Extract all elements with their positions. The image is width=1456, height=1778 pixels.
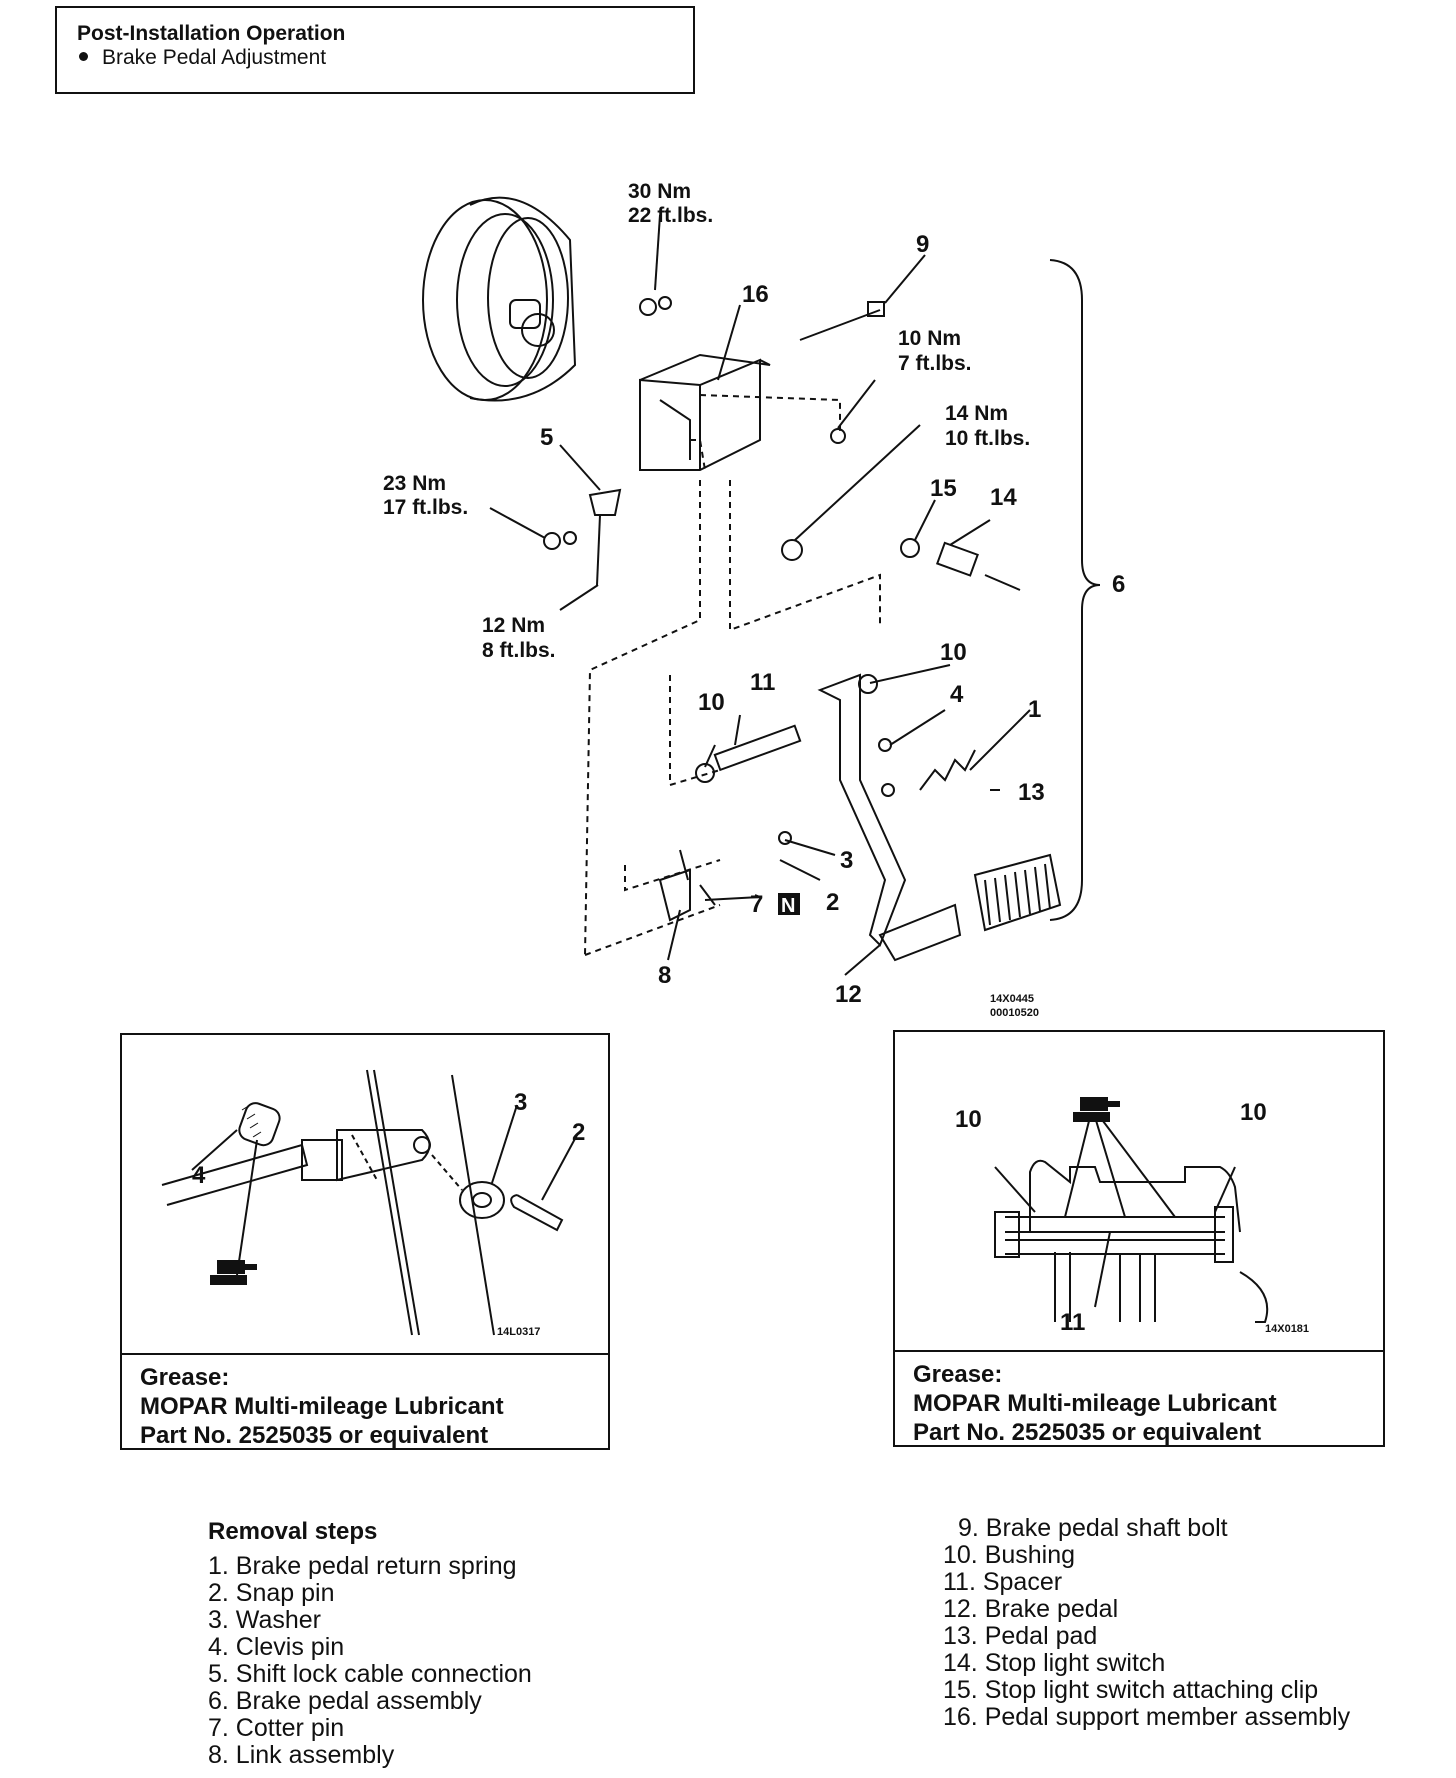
- removal-step-11: 11. Spacer: [943, 1568, 1063, 1596]
- removal-step-16: 16. Pedal support member assembly: [943, 1703, 1351, 1731]
- panel-left-caption-3: Part No. 2525035 or equivalent: [140, 1422, 489, 1449]
- grease-gun-icon: [1073, 1097, 1120, 1122]
- pedal-pad: [973, 853, 1062, 932]
- callout-4: 4: [950, 681, 964, 708]
- panel-right-code: 14X0181: [1265, 1323, 1309, 1335]
- removal-step-7: 7. Cotter pin: [208, 1714, 345, 1742]
- callout-14: 14: [990, 484, 1017, 511]
- removal-step-9: 9. Brake pedal shaft bolt: [958, 1514, 1228, 1542]
- stop-light-switch: [935, 541, 979, 577]
- shaft-bolt: [799, 309, 881, 341]
- removal-step-4: 4. Clevis pin: [208, 1633, 345, 1661]
- panel-right-caption-3: Part No. 2525035 or equivalent: [913, 1419, 1262, 1446]
- grease-panel-left: 4 3 2 14L0317 Grease: MOPAR Multi-mileag…: [120, 1033, 610, 1450]
- panel-left-callout-4: 4: [192, 1162, 206, 1189]
- header-item: Brake Pedal Adjustment: [77, 46, 673, 70]
- bullet-icon: [79, 52, 88, 61]
- torque-23-ftlbs: 17 ft.lbs.: [383, 496, 468, 519]
- torque-23-nm: 23 Nm: [383, 472, 446, 495]
- callout-6: 6: [1112, 571, 1125, 598]
- callout-1: 1: [1028, 696, 1041, 723]
- panel-right-callout-11: 11: [1060, 1309, 1085, 1336]
- callout-3: 3: [840, 847, 853, 874]
- callout-7-badge-letter: N: [781, 895, 795, 917]
- removal-step-15: 15. Stop light switch attaching clip: [943, 1676, 1319, 1704]
- exploded-diagram: 9 16 5 15 14 6 10 11 10 4 1 13 3 2 7 N 8…: [383, 180, 1125, 1019]
- torque-12-ftlbs: 8 ft.lbs.: [482, 639, 556, 662]
- clevis-pin: [238, 1102, 281, 1147]
- callout-13: 13: [1018, 779, 1045, 806]
- callout-15: 15: [930, 475, 957, 502]
- panel-right-caption-1: Grease:: [913, 1361, 1003, 1388]
- torque-30-ftlbs: 22 ft.lbs.: [628, 204, 713, 227]
- brake-pedal: [817, 673, 907, 947]
- panel-left-caption: Grease: MOPAR Multi-mileage Lubricant Pa…: [122, 1353, 608, 1449]
- clevis: [336, 1129, 431, 1182]
- panel-left-callout-3: 3: [514, 1089, 527, 1116]
- torque-10-ftlbs: 7 ft.lbs.: [898, 352, 972, 375]
- torque-30-nm: 30 Nm: [628, 180, 691, 203]
- panel-right-caption: Grease: MOPAR Multi-mileage Lubricant Pa…: [895, 1350, 1383, 1446]
- removal-steps-title: Removal steps: [208, 1518, 378, 1545]
- callout-10a: 10: [940, 639, 967, 666]
- panel-left-caption-1: Grease:: [140, 1364, 230, 1391]
- figure-code-1: 14X0445: [990, 993, 1034, 1005]
- removal-step-13: 13. Pedal pad: [943, 1622, 1098, 1650]
- removal-step-1: 1. Brake pedal return spring: [208, 1552, 517, 1580]
- callout-8: 8: [658, 962, 671, 989]
- callout-10b: 10: [698, 689, 725, 716]
- clevis-detail-drawing: 4 3 2 14L0317: [161, 1069, 585, 1338]
- removal-step-8: 8. Link assembly: [208, 1741, 395, 1769]
- torque-12-nm: 12 Nm: [482, 614, 545, 637]
- panel-left-callout-2: 2: [572, 1119, 585, 1146]
- removal-steps-list-right: 9. Brake pedal shaft bolt 10. Bushing 11…: [943, 1515, 1350, 1731]
- callout-5: 5: [540, 424, 553, 451]
- removal-step-10: 10. Bushing: [943, 1541, 1076, 1569]
- link-assembly: [658, 868, 691, 922]
- torque-14-nm: 14 Nm: [945, 402, 1008, 425]
- header-title: Post-Installation Operation: [77, 22, 346, 45]
- removal-steps-list-left: 1. Brake pedal return spring 2. Snap pin…: [208, 1553, 532, 1769]
- grease-gun-icon: [210, 1260, 257, 1285]
- torque-14-ftlbs: 10 ft.lbs.: [945, 427, 1030, 450]
- removal-step-12: 12. Brake pedal: [943, 1595, 1119, 1623]
- panel-right-callout-10b: 10: [1240, 1099, 1267, 1126]
- callout-12: 12: [835, 981, 862, 1008]
- removal-step-14: 14. Stop light switch: [943, 1649, 1166, 1677]
- header-item-label: Brake Pedal Adjustment: [102, 46, 327, 69]
- callout-9: 9: [916, 231, 929, 258]
- removal-step-5: 5. Shift lock cable connection: [208, 1660, 532, 1688]
- spacer-detail-drawing: 10 10 11 14X0181: [955, 1097, 1309, 1336]
- washer: [459, 1181, 505, 1219]
- removal-step-6: 6. Brake pedal assembly: [208, 1687, 482, 1715]
- callout-11: 11: [750, 669, 775, 696]
- panel-right-callout-10a: 10: [955, 1106, 982, 1133]
- grease-panel-right: 10 10 11 14X0181 Grease: MOPAR Multi-mil…: [893, 1030, 1385, 1447]
- assembly-brace: [1049, 259, 1101, 921]
- return-spring: [919, 749, 976, 791]
- callout-7-badge: [778, 893, 800, 915]
- figure-code-2: 00010520: [990, 1007, 1039, 1019]
- removal-step-3: 3. Washer: [208, 1606, 322, 1634]
- callout-7: 7: [750, 891, 763, 918]
- header-box: Post-Installation Operation Brake Pedal …: [55, 6, 695, 94]
- torque-10-nm: 10 Nm: [898, 327, 961, 350]
- spacer: [713, 724, 802, 772]
- panel-right-caption-2: MOPAR Multi-mileage Lubricant: [913, 1390, 1277, 1417]
- removal-step-2: 2. Snap pin: [208, 1579, 335, 1607]
- snap-pin: [510, 1194, 564, 1232]
- callout-16: 16: [742, 281, 769, 308]
- panel-left-code: 14L0317: [497, 1326, 540, 1338]
- support-bracket: [1029, 1159, 1241, 1233]
- callout-2: 2: [826, 889, 839, 916]
- panel-left-caption-2: MOPAR Multi-mileage Lubricant: [140, 1393, 504, 1420]
